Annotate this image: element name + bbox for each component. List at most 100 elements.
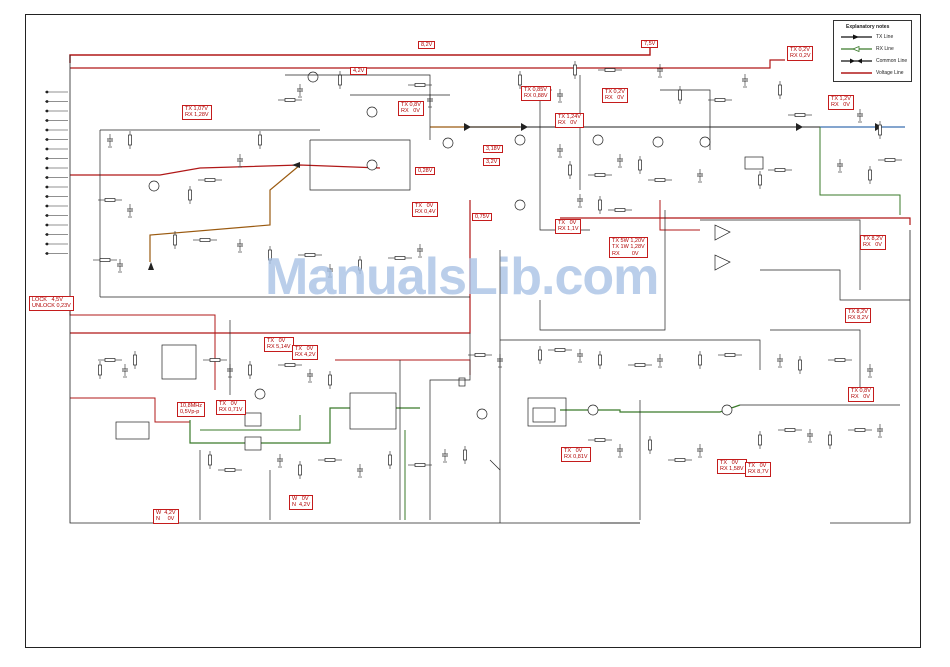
voltage-label-tx-0v8-b: TX 0,8V RX 0V [848,387,874,402]
ic-pll [161,344,197,380]
voltage-label-0v28: 0,28V [415,167,436,176]
transistor [514,199,526,211]
connector-pin-dot [45,176,49,179]
voltage-label-tx-0v85: TX 0,85V RX 0,88V [521,86,551,101]
legend-rx: RX Line [838,45,910,53]
voltage-label-rx-0v81: TX 0V RX 0,81V [561,447,591,462]
transistor [442,137,454,149]
connector-pin-dot [45,242,49,246]
resistor [884,158,896,162]
connector-pin-dot [45,119,49,122]
connector-pin-dot [45,233,49,236]
legend-tx: TX Line [838,33,910,41]
resistor [724,353,736,357]
resistor [854,428,866,432]
resistor [338,74,342,86]
resistor [224,468,236,472]
voltage-label-rx-4v2: TX 0V RX 4,2V [292,345,319,360]
tx-arrow [148,262,154,270]
schematic-frame [25,14,921,648]
transistor [476,408,488,420]
voltage-rail-7v5 [70,59,785,69]
ic-osc [115,421,150,440]
resistor [594,173,606,177]
resistor [414,463,426,467]
voltage-label-rx-8v7: TX 0V RX 8,7V [745,462,772,477]
legend-title: Explanatory notes [846,24,890,30]
resistor [654,178,666,182]
transistor [514,134,526,146]
wire [309,139,411,191]
resistor [798,359,802,371]
voltage-label-tx-8v2-rx: TX 8,2V RX 8,2V [845,308,872,323]
wire [770,329,861,390]
resistor [568,164,572,176]
voltage-label-tx-1v24: TX 1,24V RX 0V [555,113,584,128]
resistor [518,74,522,86]
resistor [778,84,782,96]
resistor [614,208,626,212]
resistor [104,198,116,202]
wire [660,89,711,150]
resistor [209,358,221,362]
watermark-manualslib: ManualsLib.com [265,248,659,306]
resistor [834,358,846,362]
voltage-rail-8v2 [69,48,651,63]
resistor [204,178,216,182]
connector-pin-dot [45,147,49,151]
resistor [538,349,542,361]
voltage-label-w-4v2: W 4,2V N 0V [153,509,179,524]
resistor [104,358,116,362]
voltage-label-tx-1v2-right: TX 1,2V RX 0V [828,95,854,110]
voltage-label-10v8mhz: 10,8MHz 0,5Vp-p [177,402,206,417]
resistor [758,174,762,186]
resistor [794,113,806,117]
connector-pin-dot [45,195,49,198]
ic-small [244,412,262,427]
voltage-label-tx-0v2: TX 0,2V RX 0V [602,88,628,103]
legend-rx-label: RX Line [876,46,894,52]
wire [285,74,431,140]
resistor [598,354,602,366]
voltage-label-w-n-4v2: W 0V N 4,2V [289,495,314,510]
resistor [188,189,192,201]
wire [539,210,666,331]
voltage-rail-tx [560,217,911,225]
resistor [714,98,726,102]
connector-pin-dot [45,214,49,217]
wire [429,333,471,520]
resistor [678,89,682,101]
voltage-label-0v75: 0,75V [472,213,493,222]
opamp [714,254,731,271]
resistor [388,454,392,466]
ic-small [244,436,262,451]
frame-wire-left [69,55,500,524]
legend-box: Explanatory notes TX Line RX Line Common… [833,20,912,82]
frame-wire-right [830,230,911,524]
resistor [594,438,606,442]
ic-mixer [532,407,556,423]
osc-line [70,397,190,423]
voltage-label-lock: LOCK 4,5V UNLOCK 0,23V [29,296,74,311]
resistor [173,234,177,246]
voltage-label-tx-5w: TX 5W 1,20V TX 1W 1,28V RX 0V [609,237,648,259]
ic-if [349,392,397,430]
connector-pin-dot [45,157,49,160]
ic-mixer-frame [527,397,567,427]
resistor [758,434,762,446]
voltage-label-8v2-top: 8,2V [418,41,436,50]
wire [700,219,861,290]
voltage-label-7v5-top: 7,5V [641,40,659,49]
connector-pin-dot [45,204,49,208]
resistor [698,354,702,366]
transistor [366,159,378,171]
tx-arrow [796,123,803,131]
connector-pin-dot [45,90,49,94]
voltage-label-rx-1v58: TX 0V RX 1,58V [717,459,747,474]
resistor [199,238,211,242]
resistor [674,458,686,462]
tx-drive-line [149,164,301,262]
resistor [133,354,137,366]
resistor [774,168,786,172]
transistor [699,136,711,148]
